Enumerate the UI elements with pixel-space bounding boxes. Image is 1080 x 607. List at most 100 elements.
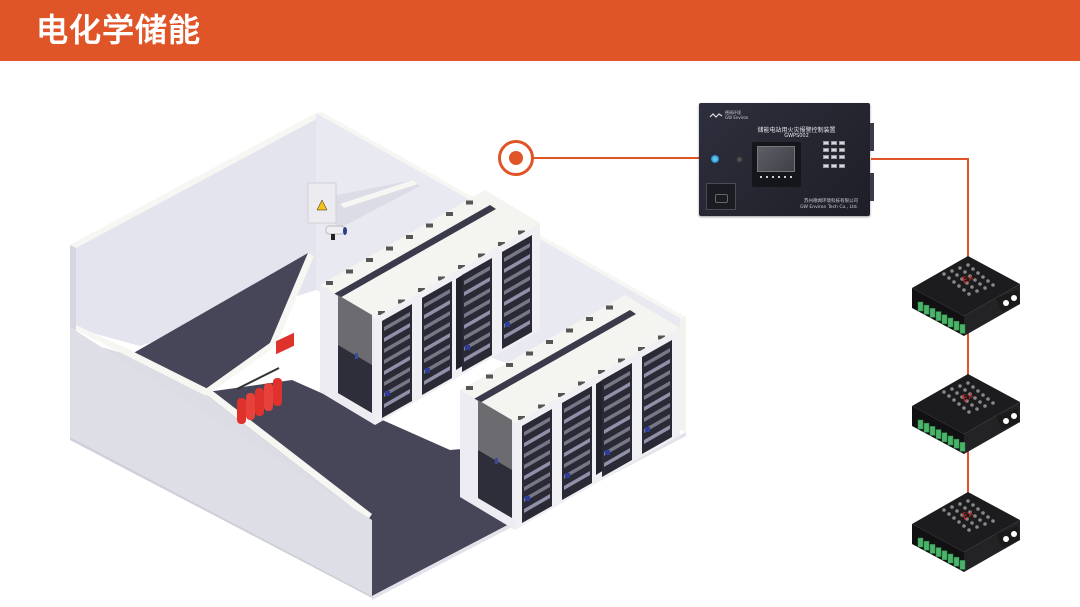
battery-module bbox=[504, 298, 530, 317]
vent bbox=[466, 386, 473, 390]
battery-module bbox=[524, 417, 550, 436]
vent bbox=[386, 246, 393, 251]
header-bar: 电化学储能 bbox=[0, 0, 1080, 61]
battery-module bbox=[604, 426, 630, 445]
battery-module bbox=[644, 348, 670, 367]
battery-module bbox=[424, 366, 450, 385]
battery-module bbox=[424, 311, 450, 330]
vent bbox=[438, 276, 445, 281]
partition-wall-top bbox=[340, 180, 418, 208]
vent bbox=[486, 374, 493, 379]
battery-module bbox=[464, 266, 490, 285]
floor-left-room bbox=[130, 253, 308, 393]
battery-module bbox=[424, 289, 450, 308]
battery-module bbox=[604, 448, 630, 467]
vent bbox=[578, 381, 585, 386]
glass-door-shadow bbox=[338, 345, 372, 413]
front-outer-face bbox=[70, 437, 372, 598]
battery-rack bbox=[602, 363, 632, 477]
battery-module bbox=[464, 332, 490, 351]
status-led bbox=[766, 176, 768, 178]
battery-module bbox=[464, 299, 490, 318]
battery-module bbox=[524, 439, 550, 458]
connector-line-vertical bbox=[967, 158, 969, 538]
vent bbox=[326, 281, 333, 285]
battery-module bbox=[424, 333, 450, 352]
vent bbox=[466, 200, 473, 205]
door-reader bbox=[495, 458, 498, 464]
vent bbox=[638, 347, 645, 351]
battery-module bbox=[564, 438, 590, 457]
status-led bbox=[772, 176, 774, 178]
brand-name: 德闻环境 GW Environ bbox=[725, 110, 749, 120]
battery-module bbox=[644, 425, 670, 444]
battery-module bbox=[384, 389, 410, 408]
vent bbox=[558, 393, 565, 397]
battery-module bbox=[524, 472, 550, 491]
controller-title: 储能电站用火灾报警控制装置 bbox=[757, 127, 836, 134]
back-left-wall-side bbox=[70, 245, 76, 330]
cabinet-top bbox=[320, 190, 540, 318]
vent bbox=[446, 212, 453, 216]
indicator bbox=[525, 496, 530, 501]
battery-module bbox=[464, 343, 490, 362]
battery-module bbox=[524, 450, 550, 469]
battery-module bbox=[644, 414, 670, 433]
vent bbox=[618, 358, 625, 363]
battery-module bbox=[644, 403, 670, 422]
battery-module bbox=[604, 393, 630, 412]
battery-module bbox=[524, 494, 550, 513]
printer bbox=[706, 183, 736, 210]
vent bbox=[478, 253, 485, 258]
battery-module bbox=[564, 449, 590, 468]
status-led bbox=[790, 176, 792, 178]
vent bbox=[566, 328, 573, 333]
detector-module[interactable]: Ex bbox=[908, 368, 1026, 460]
speaker-icon bbox=[736, 156, 743, 163]
battery-rack bbox=[502, 235, 532, 349]
vent bbox=[346, 269, 353, 274]
ex-mark: Ex bbox=[961, 508, 976, 522]
battery-module bbox=[604, 382, 630, 401]
battery-module bbox=[384, 367, 410, 386]
detector-module[interactable]: Ex bbox=[908, 250, 1026, 342]
door-reader bbox=[355, 353, 358, 359]
vent bbox=[518, 230, 525, 235]
diagonal-wall-b bbox=[200, 343, 276, 396]
panel-hinge bbox=[870, 173, 874, 201]
vent bbox=[526, 351, 533, 356]
front-left-wall-top bbox=[76, 325, 372, 520]
vent bbox=[498, 242, 505, 246]
battery-module bbox=[524, 483, 550, 502]
battery-rack bbox=[522, 409, 552, 523]
front-left-wall-face bbox=[70, 327, 372, 596]
battery-module bbox=[424, 355, 450, 374]
glass-door-shadow bbox=[478, 450, 512, 518]
status-led bbox=[784, 176, 786, 178]
floor-main bbox=[200, 380, 680, 596]
lcd-screen bbox=[757, 146, 795, 172]
vent bbox=[406, 235, 413, 239]
power-knob-icon[interactable] bbox=[711, 155, 719, 163]
detector-module[interactable]: Ex bbox=[908, 486, 1026, 578]
vent bbox=[546, 340, 553, 344]
battery-rack bbox=[642, 340, 672, 454]
battery-module bbox=[564, 471, 590, 490]
detector-module-icon: Ex bbox=[912, 374, 1020, 454]
diagonal-wall bbox=[270, 253, 314, 346]
battery-module bbox=[564, 394, 590, 413]
battery-module bbox=[424, 322, 450, 341]
battery-module bbox=[464, 288, 490, 307]
battery-module bbox=[524, 461, 550, 480]
vent bbox=[366, 258, 373, 262]
detector-module-icon: Ex bbox=[912, 492, 1020, 572]
vent bbox=[426, 223, 433, 228]
vent bbox=[506, 363, 513, 367]
vent bbox=[398, 299, 405, 304]
connector-line-left bbox=[531, 157, 699, 159]
fire-alarm-controller[interactable]: 德闻环境 GW Environ 储能电站用火灾报警控制装置 GWPS002 苏州… bbox=[699, 103, 874, 216]
location-marker[interactable] bbox=[498, 140, 534, 176]
indicator bbox=[505, 322, 510, 327]
